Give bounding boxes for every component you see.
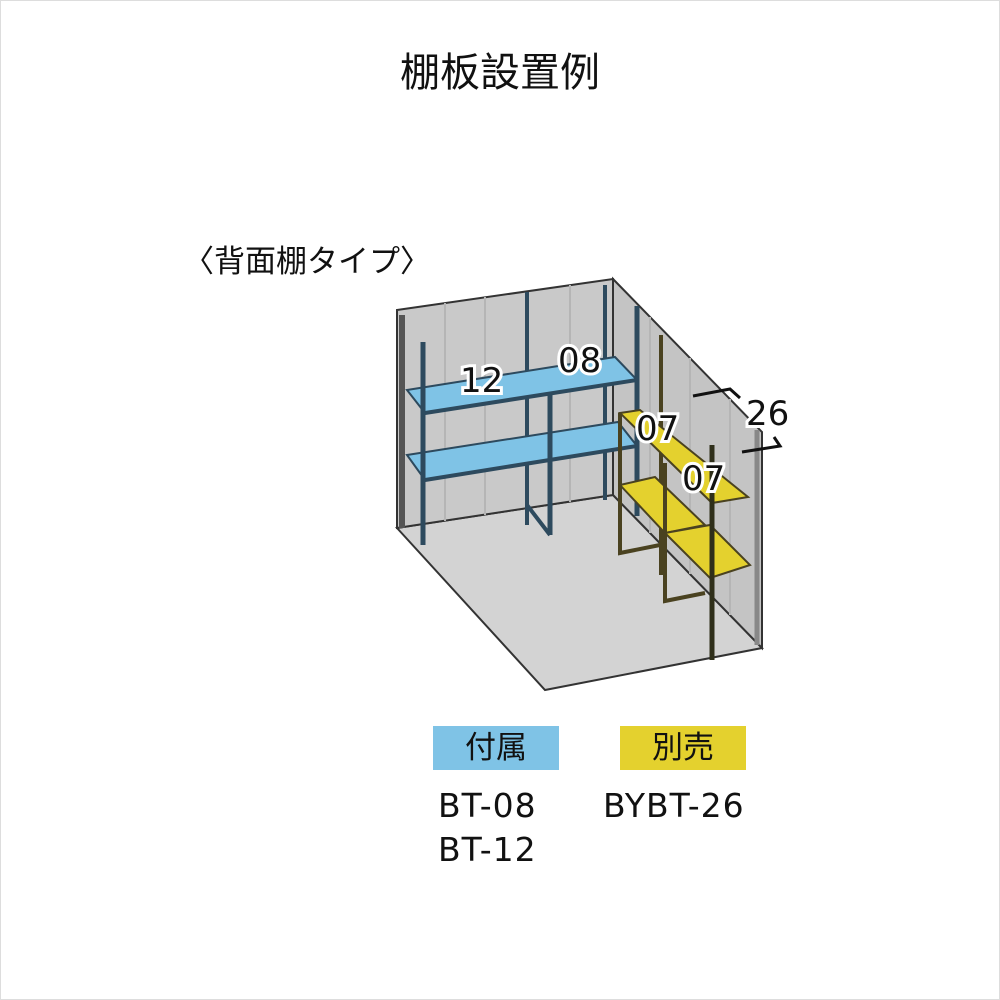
legend-optional-badge: 別売 xyxy=(620,726,746,770)
optional-code: BYBT-26 xyxy=(603,786,745,825)
bracket-26-top xyxy=(692,387,742,400)
shelf-label-07-lower: 07 xyxy=(682,459,725,499)
page-title: 棚板設置例 xyxy=(400,50,600,96)
diagram-subtitle: 〈背面棚タイプ〉 xyxy=(183,244,431,280)
shelf-label-26: 26 xyxy=(746,394,789,434)
included-code: BT-08 xyxy=(438,786,537,825)
shelf-label-12: 12 xyxy=(460,361,503,401)
shelf-label-07-upper: 07 xyxy=(636,409,679,449)
shelf-board-yellow xyxy=(617,408,751,505)
included-code: BT-12 xyxy=(438,830,537,869)
optional-shelf-set xyxy=(617,335,752,660)
included-shelf-set xyxy=(405,285,640,545)
shelf-board-yellow xyxy=(662,523,752,580)
bracket-26-bottom xyxy=(741,436,783,454)
legend-included-badge: 付属 xyxy=(433,726,559,770)
shelf-label-08: 08 xyxy=(558,341,601,381)
